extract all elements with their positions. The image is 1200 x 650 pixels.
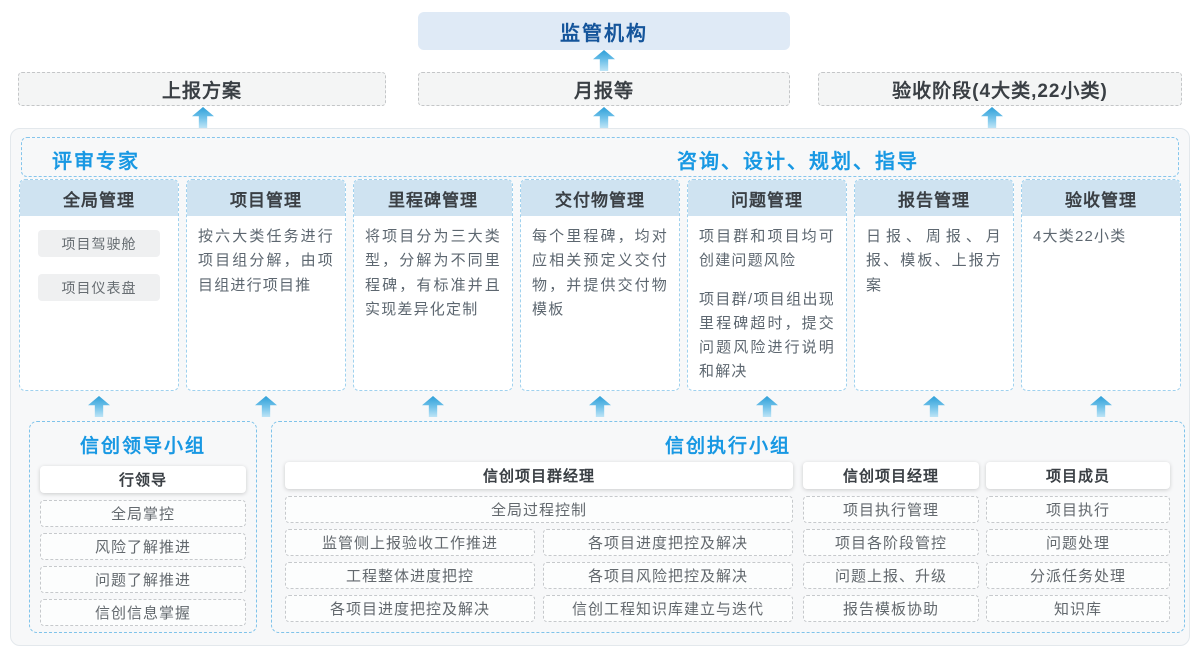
regulator-label: 监管机构 <box>560 22 648 45</box>
column-title: 项目管理 <box>187 180 345 216</box>
project-member-role-box: 项目成员 <box>986 462 1170 489</box>
pgm-duty-item: 信创工程知识库建立与迭代 <box>543 595 793 622</box>
issue-paragraph-1: 项目群和项目均可创建问题风险 <box>699 228 835 270</box>
report-plan-label: 上报方案 <box>161 80 242 102</box>
leader-duty-item: 风险了解推进 <box>40 533 246 560</box>
project-cockpit-pill: 项目驾驶舱 <box>38 230 160 257</box>
project-dashboard-pill: 项目仪表盘 <box>38 274 160 301</box>
pgm-duty-item: 工程整体进度把控 <box>285 562 535 589</box>
member-duty-item: 项目执行 <box>986 496 1170 523</box>
acceptance-stage-label: 验收阶段(4大类,22小类) <box>892 80 1108 102</box>
column-description: 每个里程碑，均对应相关预定义交付物，并提供交付物模板 <box>532 228 668 318</box>
column-description: 4大类22小类 <box>1033 228 1127 245</box>
advisor-header-row: 评审专家 咨询、设计、规划、指导 <box>21 137 1179 177</box>
member-duty-item: 知识库 <box>986 595 1170 622</box>
column-title: 全局管理 <box>20 180 178 216</box>
column-acceptance-management: 验收管理 4大类22小类 <box>1021 179 1181 391</box>
up-arrow-icon <box>756 396 778 417</box>
column-description: 项目群和项目均可创建问题风险 项目群/项目组出现里程碑超时，提交问题风险进行说明… <box>688 216 846 385</box>
member-duty-item: 分派任务处理 <box>986 562 1170 589</box>
column-title: 验收管理 <box>1022 180 1180 216</box>
column-deliverable-management: 交付物管理 每个里程碑，均对应相关预定义交付物，并提供交付物模板 <box>520 179 680 391</box>
review-experts-label: 评审专家 <box>52 151 140 173</box>
pgm-duty-item: 监管侧上报验收工作推进 <box>285 529 535 556</box>
column-report-management: 报告管理 日报、周报、月报、模板、上报方案 <box>854 179 1014 391</box>
column-title: 里程碑管理 <box>354 180 512 216</box>
column-milestone-management: 里程碑管理 将项目分为三大类型，分解为不同里程碑，有标准并且实现差异化定制 <box>353 179 513 391</box>
main-panel: 评审专家 咨询、设计、规划、指导 全局管理 项目驾驶舱 项目仪表盘 项目管理 按… <box>10 128 1190 646</box>
pgm-duty-item-full: 全局过程控制 <box>285 496 793 523</box>
monthly-report-box: 月报等 <box>418 72 790 106</box>
column-description: 将项目分为三大类型，分解为不同里程碑，有标准并且实现差异化定制 <box>365 228 501 318</box>
program-manager-column: 信创项目群经理 全局过程控制 监管侧上报验收工作推进 各项目进度把控及解决 工程… <box>285 462 793 622</box>
up-arrow-icon <box>422 396 444 417</box>
bank-leader-role-box: 行领导 <box>40 466 246 493</box>
column-description: 按六大类任务进行项目组分解，由项目组进行项目推 <box>198 228 334 294</box>
column-title: 问题管理 <box>688 180 846 216</box>
project-manager-column: 信创项目经理 项目执行管理 项目各阶段管控 问题上报、升级 报告模板协助 <box>803 462 979 622</box>
column-global-management: 全局管理 项目驾驶舱 项目仪表盘 <box>19 179 179 391</box>
monthly-report-label: 月报等 <box>573 80 634 102</box>
up-arrow-icon <box>593 50 615 71</box>
pm-duty-item: 报告模板协助 <box>803 595 979 622</box>
member-duty-item: 问题处理 <box>986 529 1170 556</box>
column-description: 日报、周报、月报、模板、上报方案 <box>866 228 1002 294</box>
up-arrow-icon <box>593 107 615 128</box>
pgm-duty-item: 各项目风险把控及解决 <box>543 562 793 589</box>
up-arrow-icon <box>981 107 1003 128</box>
leader-duty-item: 全局掌控 <box>40 500 246 527</box>
issue-paragraph-2: 项目群/项目组出现里程碑超时，提交问题风险进行说明和解决 <box>699 290 835 381</box>
up-arrow-icon <box>192 107 214 128</box>
acceptance-stage-box: 验收阶段(4大类,22小类) <box>818 72 1182 106</box>
leadership-group-title: 信创领导小组 <box>79 436 206 457</box>
leadership-group: 信创领导小组 行领导 全局掌控 风险了解推进 问题了解推进 信创信息掌握 <box>29 421 257 633</box>
column-project-management: 项目管理 按六大类任务进行项目组分解，由项目组进行项目推 <box>186 179 346 391</box>
report-plan-box: 上报方案 <box>18 72 386 106</box>
pgm-duty-item: 各项目进度把控及解决 <box>543 529 793 556</box>
pm-duty-item: 项目执行管理 <box>803 496 979 523</box>
execution-group: 信创执行小组 信创项目群经理 全局过程控制 监管侧上报验收工作推进 各项目进度把… <box>271 421 1185 633</box>
up-arrow-icon <box>589 396 611 417</box>
column-issue-management: 问题管理 项目群和项目均可创建问题风险 项目群/项目组出现里程碑超时，提交问题风… <box>687 179 847 391</box>
execution-group-title: 信创执行小组 <box>664 436 791 457</box>
column-title: 报告管理 <box>855 180 1013 216</box>
project-member-column: 项目成员 项目执行 问题处理 分派任务处理 知识库 <box>986 462 1170 622</box>
leader-duty-item: 问题了解推进 <box>40 566 246 593</box>
up-arrow-icon <box>923 396 945 417</box>
pgm-duty-item: 各项目进度把控及解决 <box>285 595 535 622</box>
up-arrow-icon <box>88 396 110 417</box>
up-arrow-icon <box>255 396 277 417</box>
program-manager-role-box: 信创项目群经理 <box>285 462 793 489</box>
regulator-box: 监管机构 <box>418 12 790 50</box>
column-title: 交付物管理 <box>521 180 679 216</box>
pm-duty-item: 问题上报、升级 <box>803 562 979 589</box>
pm-duty-item: 项目各阶段管控 <box>803 529 979 556</box>
leader-duty-item: 信创信息掌握 <box>40 599 246 626</box>
project-manager-role-box: 信创项目经理 <box>803 462 979 489</box>
consulting-design-label: 咨询、设计、规划、指导 <box>677 151 919 173</box>
up-arrow-icon <box>1090 396 1112 417</box>
